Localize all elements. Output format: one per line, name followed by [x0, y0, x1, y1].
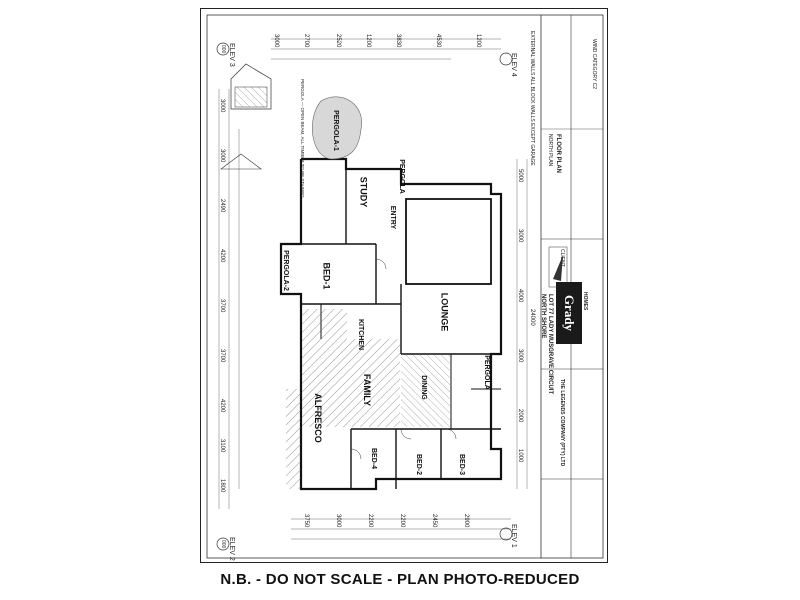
dim-left-6: 3700	[219, 349, 225, 363]
dim-top-7: 1200	[475, 34, 481, 48]
room-alfresco: ALFRESCO	[312, 393, 323, 443]
plan-caption: N.B. - DO NOT SCALE - PLAN PHOTO-REDUCED	[220, 571, 580, 588]
brand-sub: HOMES	[582, 292, 588, 311]
dim-left-9: 1800	[219, 479, 225, 493]
external-wall-note: EXTERNAL WALLS ALL BLOCK WALLS EXCEPT GA…	[529, 31, 535, 166]
room-bed1: BED-1	[321, 262, 332, 290]
grady-logo: Grady	[556, 282, 582, 344]
room-pergola4: PERGOLA	[482, 355, 490, 390]
site-address-line2: NORTH SHORE	[540, 294, 546, 339]
room-dining: DINING	[419, 375, 427, 400]
dim-overall: 24000	[529, 309, 535, 326]
company-name: THE LEGENDS COMPANY (PTY) LTD	[559, 379, 565, 467]
site-address-line1: LOT 77 LADY MUSGRAVE CIRCUIT	[547, 294, 553, 395]
room-bed2: BED-2	[415, 453, 423, 476]
room-family: FAMILY	[362, 373, 373, 407]
elev-code-bottom: 000	[220, 540, 226, 549]
dim-left-1: 3000	[219, 99, 225, 113]
sheet-title: FLOOR PLAN	[555, 134, 561, 173]
dim-left-8: 3100	[219, 439, 225, 453]
dim-bottom-3: 2200	[367, 514, 373, 528]
floor-plan-drawing	[206, 14, 604, 559]
client-label: CLIENT	[559, 249, 565, 267]
room-pergola1: PERGOLA-1	[331, 110, 339, 151]
dim-bottom-1: 3750	[303, 514, 309, 528]
dim-left-3: 2490	[219, 199, 225, 213]
room-study: STUDY	[358, 176, 369, 208]
room-pergola2: PERGOLA-2	[281, 250, 289, 291]
room-bed3: BED-3	[458, 453, 466, 476]
pergola-note: PERGOLA — OPEN BEAM, ALL TIMBER TO BE ST…	[300, 79, 305, 198]
dim-right-6: 1000	[517, 449, 523, 463]
dim-top-3: 2520	[335, 34, 341, 48]
wind-category: WIND CATEGORY C2	[591, 39, 597, 90]
drawing-sheet: STUDY BED-1 KITCHEN LOUNGE DINING FAMILY…	[200, 8, 608, 563]
dim-top-6: 4530	[435, 34, 441, 48]
dim-left-2: 3000	[219, 149, 225, 163]
north-label: NORTH PLAN	[547, 134, 553, 167]
dim-bottom-6: 2900	[463, 514, 469, 528]
room-bed4: BED-4	[370, 447, 378, 470]
dim-right-5: 2000	[517, 409, 523, 423]
elev-code-top: 000	[220, 45, 226, 54]
room-kitchen: KITCHEN	[357, 318, 365, 351]
room-entry: ENTRY	[389, 205, 397, 230]
dim-bottom-4: 2200	[399, 514, 405, 528]
elev-2-label: ELEV 2	[228, 537, 235, 561]
elev-4-label: ELEV 4	[510, 53, 517, 77]
dim-top-2: 2700	[303, 34, 309, 48]
brand-name: Grady	[562, 294, 577, 332]
dim-top-5: 3830	[395, 34, 401, 48]
dim-top-4: 1200	[365, 34, 371, 48]
dim-right-1: 5000	[517, 169, 523, 183]
dim-left-4: 4200	[219, 249, 225, 263]
dim-right-2: 3000	[517, 229, 523, 243]
dim-left-5: 3700	[219, 299, 225, 313]
dim-left-7: 4200	[219, 399, 225, 413]
dim-right-3: 4000	[517, 289, 523, 303]
room-lounge: LOUNGE	[439, 292, 450, 332]
dim-bottom-5: 2450	[431, 514, 437, 528]
dim-right-4: 3000	[517, 349, 523, 363]
elev-3-label: ELEV 3	[228, 43, 235, 67]
elev-1-label: ELEV 1	[510, 524, 517, 548]
dim-top-1: 3000	[273, 34, 279, 48]
room-pergola3: PERGOLA	[397, 159, 405, 194]
dim-bottom-2: 3000	[335, 514, 341, 528]
